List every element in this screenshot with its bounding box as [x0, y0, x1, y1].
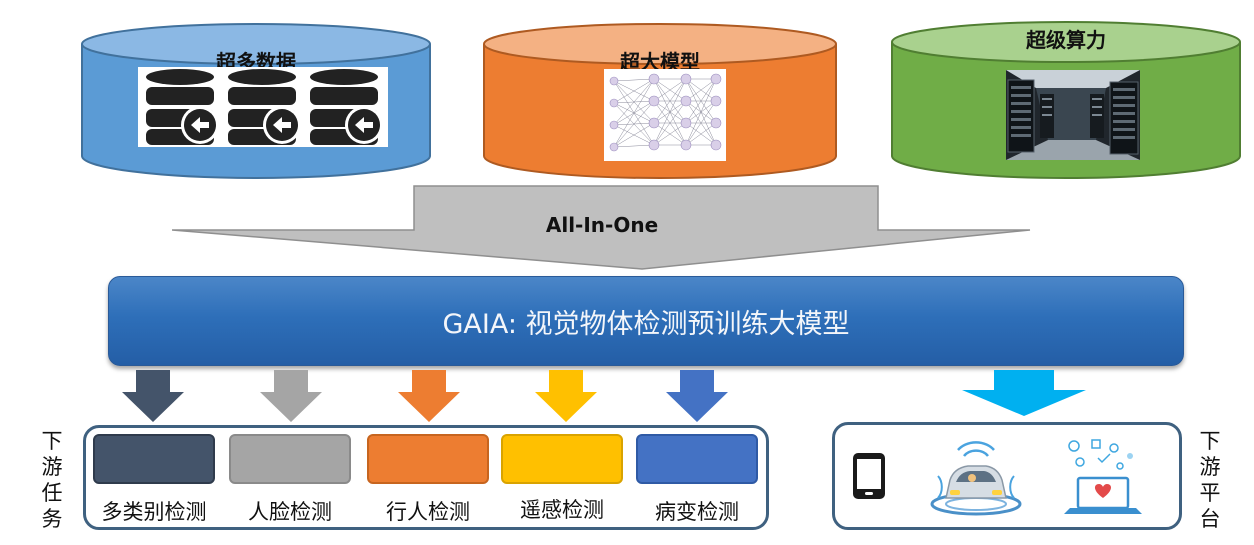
task-label-multiclass: 多类别检测 [101, 500, 207, 524]
task-box-lesion [636, 434, 758, 484]
gaia-model-bar: GAIA: 视觉物体检测预训练大模型 [108, 276, 1184, 366]
merge-arrow: All-In-One [172, 185, 1032, 270]
downstream-tasks-panel [83, 425, 769, 530]
task-box-remote-sensing [501, 434, 623, 484]
merge-arrow-label: All-In-One [545, 213, 659, 237]
neural-network-icon [604, 69, 726, 161]
platform-arrow [962, 370, 1086, 416]
task-label-face: 人脸检测 [248, 500, 332, 524]
server-rack-icon [1006, 70, 1140, 160]
autonomous-car-icon [930, 441, 1022, 516]
task-box-face [229, 434, 351, 484]
arrow-down-icon [398, 370, 460, 422]
arrow-down-icon [962, 370, 1086, 416]
arrow-down-icon [535, 370, 597, 422]
arrow-down-icon [122, 370, 184, 422]
arrow-down-icon [666, 370, 728, 422]
smartphone-icon [853, 453, 885, 499]
downstream-platforms-label: 下 游 平 台 [1199, 429, 1221, 531]
task-box-pedestrian [367, 434, 489, 484]
gaia-title: GAIA: 视觉物体检测预训练大模型 [442, 308, 850, 340]
cylinder-compute: 超级算力 [890, 18, 1242, 180]
medical-laptop-icon [1064, 439, 1142, 514]
task-box-multiclass [93, 434, 215, 484]
database-icon [138, 67, 388, 147]
task-label-remote-sensing: 遥感检测 [520, 498, 604, 522]
cylinder-compute-title: 超级算力 [1026, 28, 1106, 52]
cylinder-model: 超大模型 [482, 22, 838, 180]
cylinder-data: 超多数据 [80, 22, 432, 180]
task-label-lesion: 病变检测 [655, 500, 739, 524]
task-arrows [122, 370, 728, 422]
downstream-platforms-panel [832, 422, 1182, 530]
downstream-tasks-label: 下 游 任 务 [41, 429, 63, 531]
task-label-pedestrian: 行人检测 [386, 500, 470, 524]
arrow-down-icon [260, 370, 322, 422]
